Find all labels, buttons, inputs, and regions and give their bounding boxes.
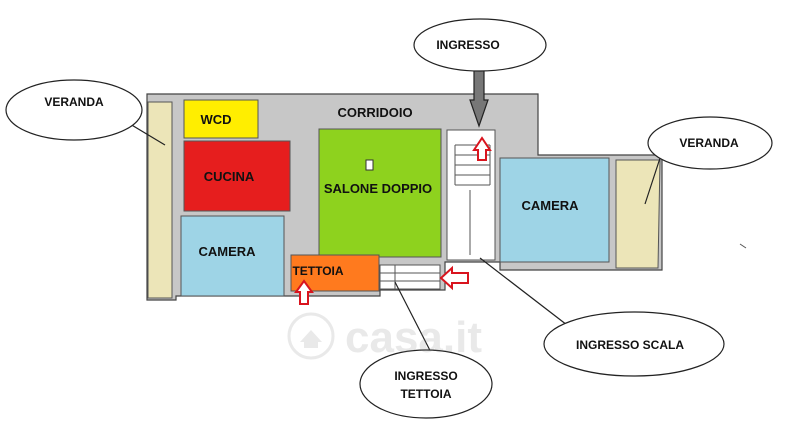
watermark-logo-icon (287, 312, 335, 360)
label-camera-right: CAMERA (521, 198, 579, 213)
callout-veranda-left (5, 79, 143, 141)
watermark: casa.it (287, 312, 482, 362)
callout-text-veranda-right: VERANDA (679, 136, 739, 150)
callout-text-ingresso-tettoia-1: INGRESSO (394, 369, 457, 383)
arrow-ingresso-scala-icon (439, 265, 469, 291)
veranda-right (615, 159, 661, 269)
label-tettoia: TETTOIA (292, 264, 343, 278)
callout-ingresso-scala (543, 311, 725, 377)
room-camera-right (499, 157, 610, 263)
room-cucina (183, 140, 291, 212)
label-corridoio: CORRIDOIO (337, 105, 412, 120)
arrow-ingresso-icon (472, 136, 492, 161)
callout-ingresso-tettoia (359, 349, 493, 419)
callout-text-ingresso-tettoia-2: TETTOIA (400, 387, 451, 401)
entry-arrow-icon (469, 65, 489, 128)
callout-text-veranda-left: VERANDA (44, 95, 104, 109)
tick-mark (739, 243, 747, 249)
label-camera-left: CAMERA (198, 244, 256, 259)
callout-text-ingresso: INGRESSO (436, 38, 499, 52)
arrow-tettoia-icon (294, 279, 314, 305)
label-wcd: WCD (200, 112, 231, 127)
label-salone: SALONE DOPPIO (324, 181, 432, 196)
label-cucina: CUCINA (204, 169, 255, 184)
salone-window (365, 159, 374, 171)
watermark-text: casa.it (345, 313, 482, 362)
room-camera-left (180, 215, 285, 297)
veranda-left (147, 101, 173, 299)
callout-veranda-right (647, 116, 773, 170)
room-salone (318, 128, 442, 258)
tettoia-steps (379, 264, 441, 290)
callout-ingresso (413, 18, 547, 72)
callout-text-ingresso-scala: INGRESSO SCALA (576, 338, 684, 352)
room-wcd (183, 99, 259, 139)
